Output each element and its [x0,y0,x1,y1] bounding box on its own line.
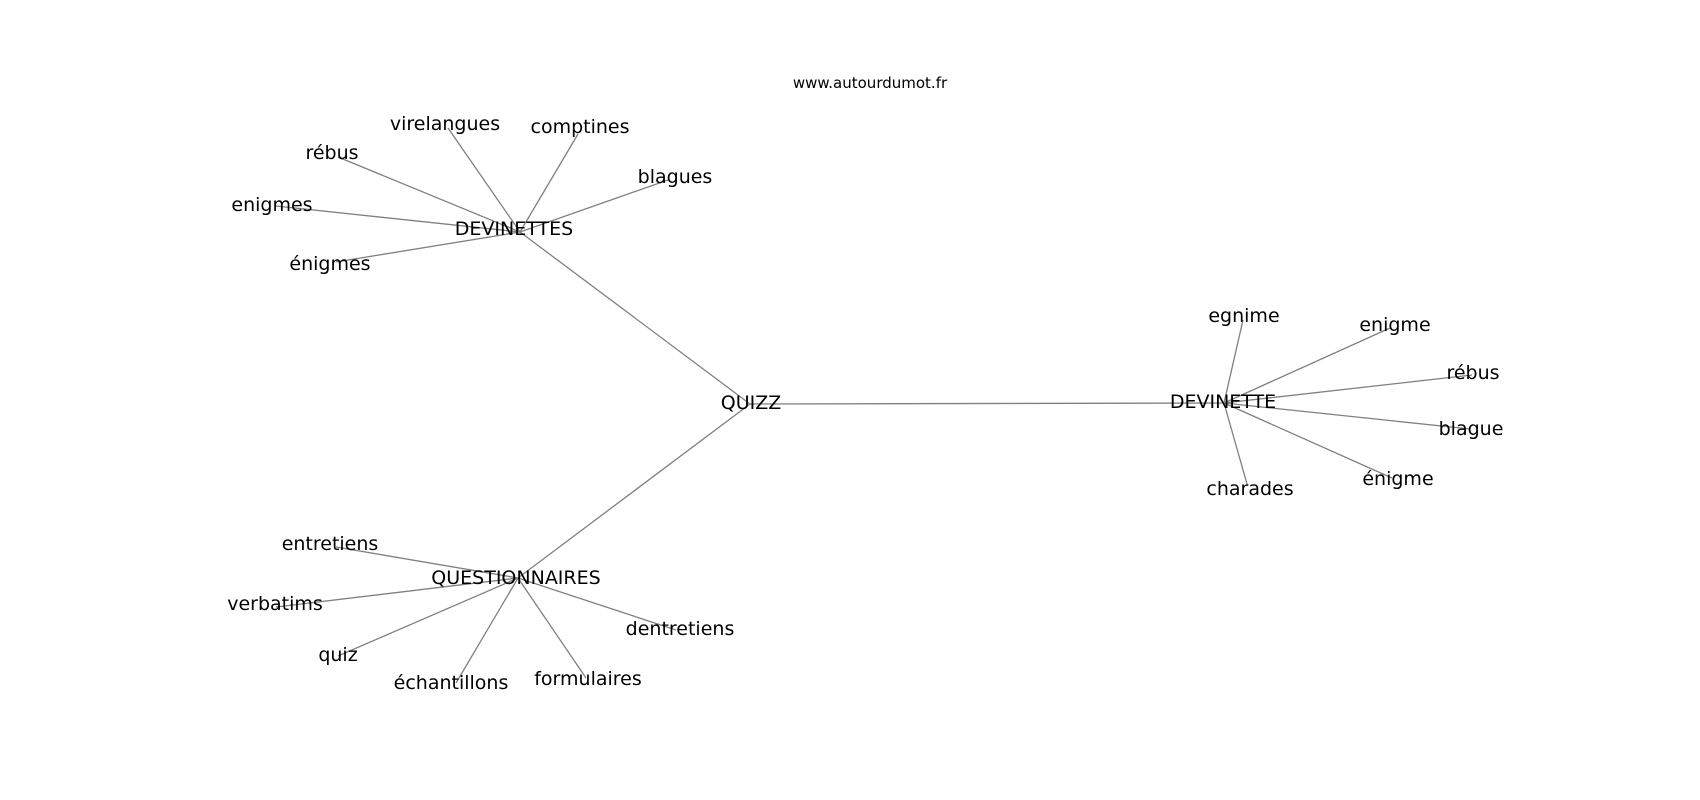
node-devinettes-child: blagues [638,166,713,188]
edge-devinettes-blagues [519,179,669,233]
edge-quizz-devinette [749,402,1225,405]
graph-edges [275,127,1473,684]
edge-devinette-enigme [1223,327,1391,404]
node-questionnaires-child: verbatims [227,593,323,615]
node-questionnaires-child: quiz [318,644,357,666]
node-questionnaires-child: échantillons [394,672,509,694]
node-hub-devinettes: DEVINETTES [455,218,573,240]
node-hub-questionnaires: QUESTIONNAIRES [431,567,600,589]
node-devinettes-child: enigmes [231,194,312,216]
node-devinette-child: rébus [1446,362,1499,384]
graph-labels: www.autourdumot.fr QUIZZ DEVINETTES QUES… [227,74,1503,694]
node-questionnaires-child: dentretiens [626,618,735,640]
edge-devinettes-enigmes-accent [335,231,521,263]
node-devinette-child: enigme [1359,314,1430,336]
node-devinettes-child: comptines [531,116,630,138]
node-devinette-child: egnime [1208,305,1279,327]
node-devinette-child: charades [1206,478,1293,500]
node-devinettes-child: rébus [305,142,358,164]
edge-devinette-blague [1223,402,1471,430]
edge-quizz-devinettes [519,231,751,405]
edge-quizz-questionnaires [517,403,751,579]
edge-questionnaires-entretiens [335,546,519,579]
edge-questionnaires-verbatims [275,577,519,608]
edge-questionnaires-quiz [337,577,519,657]
edge-devinette-egnime [1223,319,1244,404]
node-devinette-child: blague [1439,418,1504,440]
node-devinette-child: énigme [1362,468,1433,490]
edge-questionnaires-dentretiens [517,577,677,631]
node-devinettes-child: énigmes [289,253,370,275]
edge-devinettes-comptines [519,133,579,233]
edge-devinettes-enigmes [275,205,521,233]
edge-devinette-enigme-accent [1223,402,1393,479]
edge-devinettes-virelangues [447,127,521,233]
edge-devinettes-rebus [337,156,521,233]
edge-devinette-charades [1223,402,1248,485]
node-hub-devinette: DEVINETTE [1170,391,1276,413]
node-questionnaires-child: entretiens [282,533,379,555]
edge-devinette-rebus [1223,374,1473,404]
watermark: www.autourdumot.fr [793,74,948,92]
edge-questionnaires-echantillons [455,577,519,684]
node-devinettes-child: virelangues [390,113,500,135]
edge-questionnaires-formulaires [517,577,587,679]
node-root: QUIZZ [721,392,782,414]
node-questionnaires-child: formulaires [534,668,642,690]
